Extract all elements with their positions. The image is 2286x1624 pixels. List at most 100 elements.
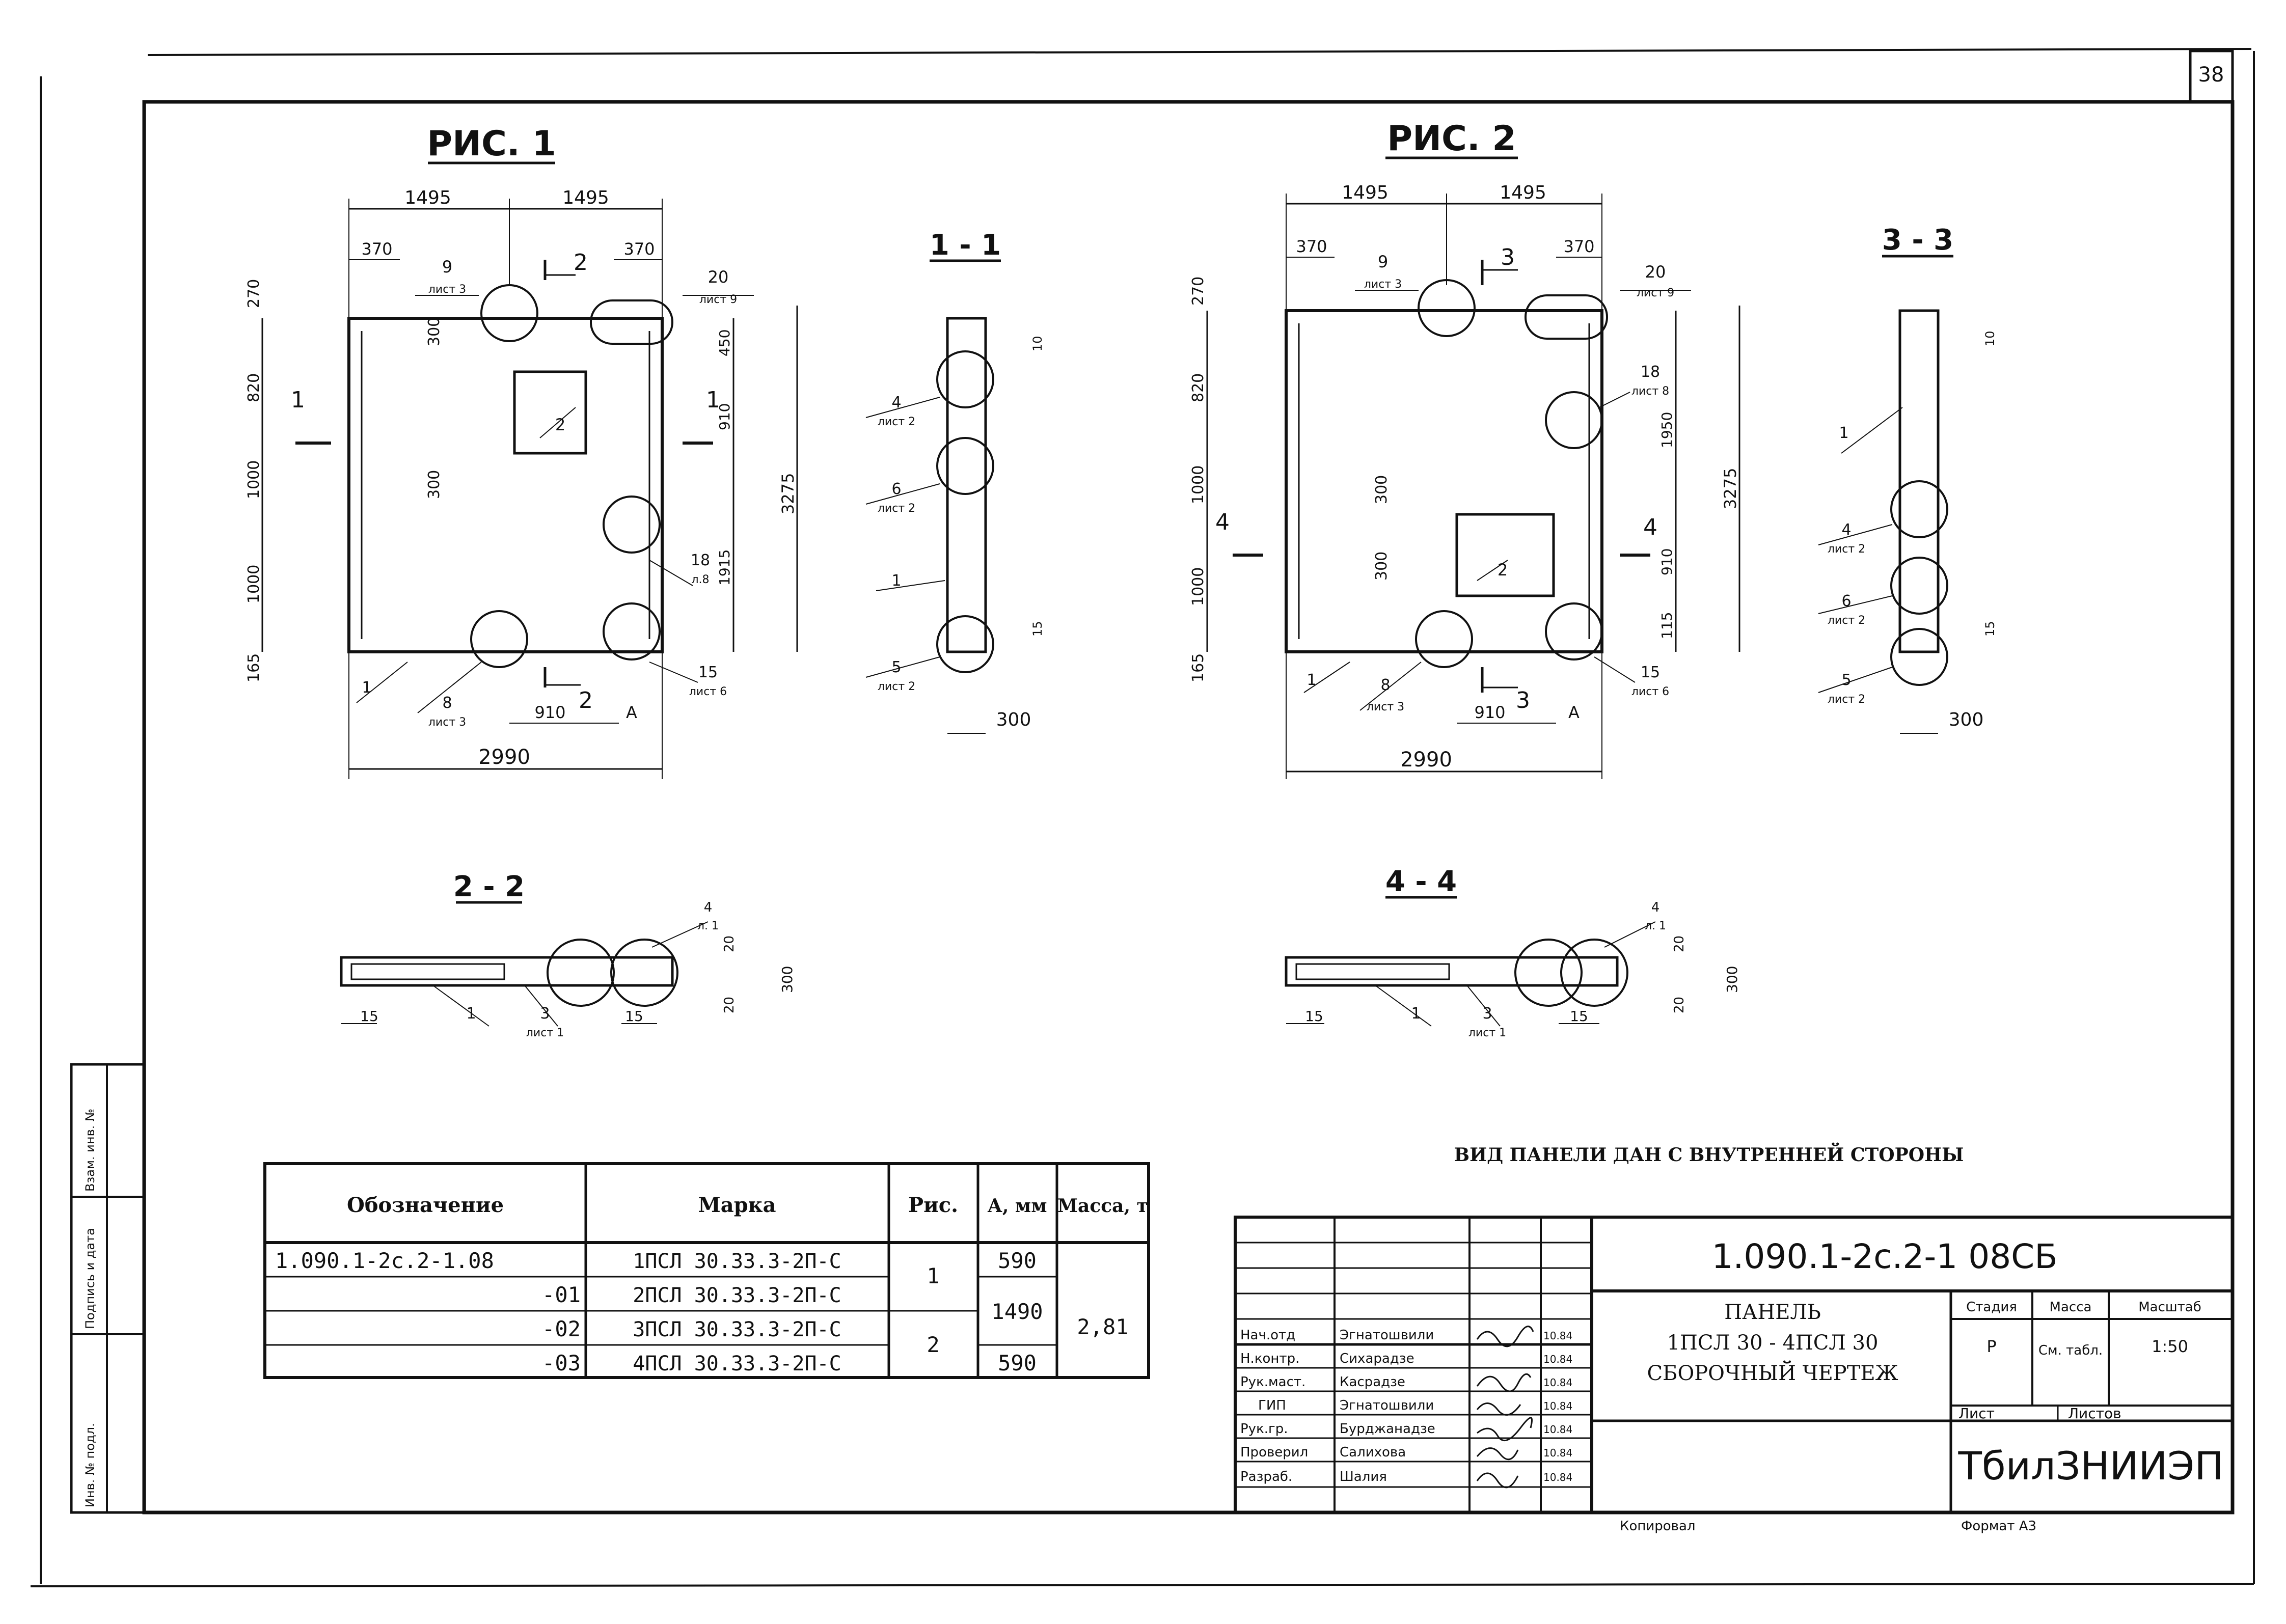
fig1-dim-inset-right: 370 (623, 239, 655, 259)
fig2-dim-a: A (1568, 703, 1580, 722)
fig2-callout-18: 18 (1641, 363, 1660, 381)
title-block-date-5: 10.84 (1543, 1447, 1572, 1459)
fig2-callout-9-sheet: лист 3 (1364, 278, 1402, 291)
title-block-name-3: СБОРОЧНЫЙ ЧЕРТЕЖ (1647, 1361, 1898, 1385)
fig1-callout-2: 2 (555, 415, 565, 434)
fig1-left-dim-2: 1000 (245, 460, 263, 499)
sec22-outline (340, 956, 674, 987)
sec44-dim-300: 300 (1724, 966, 1740, 993)
sec44-dim-20-top: 20 (1672, 935, 1687, 952)
spec-header-mass: Масса, т (1057, 1195, 1148, 1217)
fig1-right-dim-1: 910 (716, 403, 733, 430)
fig1-callout-8: 8 (442, 694, 452, 712)
footer-copied: Копировал (1620, 1519, 1696, 1534)
fig1-left-dim-0: 270 (245, 279, 263, 308)
sec44-callout-1: 1 (1411, 1005, 1421, 1023)
spec-row-3-a: 590 (998, 1351, 1037, 1375)
sec11-callout-5-sheet: лист 2 (878, 680, 915, 693)
fig1-section-mark-1-left: 1 (291, 387, 305, 413)
title-block-date-2: 10.84 (1543, 1377, 1572, 1389)
title-block-stage: Р (1986, 1337, 1996, 1356)
title-block-stage-header: Стадия (1966, 1300, 2017, 1315)
sec44-outline (1285, 956, 1619, 987)
sec11-dim-300: 300 (996, 709, 1031, 730)
fig2-callout-9: 9 (1378, 252, 1388, 271)
title-block-sheet-label: Лист (1958, 1405, 1995, 1422)
fig2-dim-inset-right: 370 (1563, 237, 1594, 256)
fig1-left-dim-1: 820 (245, 373, 263, 402)
signature-scribble (1476, 1326, 1534, 1347)
fig2-callout-15-sheet: лист 6 (1631, 685, 1669, 698)
figure-1: РИС. 1 1495 1495 370 370 2990 910 A 270 … (245, 124, 798, 779)
spec-row-2-fig: 2 (927, 1332, 939, 1357)
fig2-callout-20: 20 (1645, 262, 1666, 282)
sec11-callout-4-sheet: лист 2 (878, 416, 915, 428)
title-block-name-5: Салихова (1340, 1445, 1406, 1460)
spec-row-0-mass: 2,81 (1077, 1314, 1128, 1339)
fig2-left-dim-1: 820 (1189, 373, 1207, 402)
fig1-callout-1: 1 (362, 679, 371, 697)
spec-row-0-mark: 1ПСЛ 30.33.3-2П-С (633, 1250, 841, 1273)
title-block-code: 1.090.1-2с.2-1 08СБ (1711, 1237, 2057, 1276)
fig2-left-dim-2: 1000 (1189, 465, 1207, 504)
title-block-role-2: Рук.маст. (1240, 1374, 1305, 1390)
fig1-dim-top-left: 1495 (404, 187, 451, 208)
title-block-date-0: 10.84 (1543, 1330, 1572, 1342)
fig1-dim-bottom: 2990 (478, 746, 530, 769)
sec22-callout-4-sheet: л. 1 (697, 920, 719, 932)
sec11-callout-4: 4 (891, 394, 901, 411)
sec33-callout-5-sheet: лист 2 (1828, 693, 1865, 706)
title-block-name-4: Бурджанадзе (1340, 1421, 1435, 1437)
spec-row-3-mark: 4ПСЛ 30.33.3-2П-С (633, 1352, 841, 1375)
fig1-right-dim-2: 1915 (716, 549, 733, 586)
side-stamp-signature: Подпись и дата (83, 1228, 97, 1329)
fig1-callout-9-sheet: лист 3 (428, 283, 466, 296)
sec33-callout-1: 1 (1839, 424, 1848, 442)
sec22-dim-15-left: 15 (360, 1008, 378, 1025)
fig1-dim-a: A (626, 703, 637, 722)
signature-scribble (1476, 1373, 1532, 1392)
fig2-callout-8: 8 (1380, 676, 1390, 694)
drawing-frame (142, 100, 2235, 1515)
title-block-date-3: 10.84 (1543, 1400, 1572, 1412)
title-block-name-2: Касрадзе (1340, 1374, 1405, 1390)
fig1-callout-15: 15 (698, 664, 718, 681)
spec-row-1-mark: 2ПСЛ 30.33.3-2П-С (633, 1284, 841, 1307)
section-1-1-title: 1 - 1 (930, 229, 1001, 262)
spec-header-designation: Обозначение (347, 1193, 504, 1217)
sec33-callout-4-sheet: лист 2 (1828, 543, 1865, 556)
fig1-callout-18: 18 (691, 552, 710, 569)
fig2-section-mark-3-bottom: 3 (1516, 687, 1530, 713)
fig2-dim-bottom: 2990 (1400, 748, 1452, 772)
signature-scribble (1477, 1417, 1533, 1441)
sec11-callout-5: 5 (891, 658, 901, 676)
sec22-callout-3-sheet: лист 1 (526, 1027, 564, 1039)
sec11-dim-10: 10 (1030, 336, 1045, 351)
fig1-callout-8-sheet: лист 3 (428, 716, 466, 729)
fig1-panel-outline (347, 317, 664, 653)
sec22-callout-3: 3 (540, 1005, 550, 1023)
figure-2: РИС. 2 1495 1495 370 370 2990 910 A 270 … (1189, 119, 1740, 779)
sec11-callout-1: 1 (891, 572, 901, 590)
page-number-box (2189, 49, 2234, 103)
spec-row-0-fig: 1 (927, 1263, 939, 1288)
signature-scribble (1476, 1447, 1519, 1461)
sec11-callout-6: 6 (891, 480, 901, 498)
side-stamp-inventory: Инв. № подл. (83, 1423, 97, 1507)
footer-format: Формат А3 (1961, 1519, 2036, 1534)
figure-2-title: РИС. 2 (1387, 119, 1516, 159)
fig1-left-dim-3: 1000 (245, 565, 263, 603)
fig1-left-dim-4: 165 (245, 653, 263, 682)
title-block-date-6: 10.84 (1543, 1471, 1572, 1483)
fig1-callout-15-sheet: лист 6 (689, 685, 727, 698)
trim-line-top (147, 48, 2252, 56)
title-block-role-5: Проверил (1240, 1445, 1308, 1460)
spec-row-2-mark: 3ПСЛ 30.33.3-2П-С (633, 1318, 841, 1341)
fig2-callout-1: 1 (1307, 671, 1316, 689)
sec33-dim-15: 15 (1983, 621, 1997, 637)
fig2-dim-height: 3275 (1721, 468, 1740, 509)
fig1-opening-dim-0: 300 (425, 317, 443, 346)
section-4-4-title: 4 - 4 (1385, 865, 1457, 898)
fig1-callout-20: 20 (708, 267, 729, 287)
